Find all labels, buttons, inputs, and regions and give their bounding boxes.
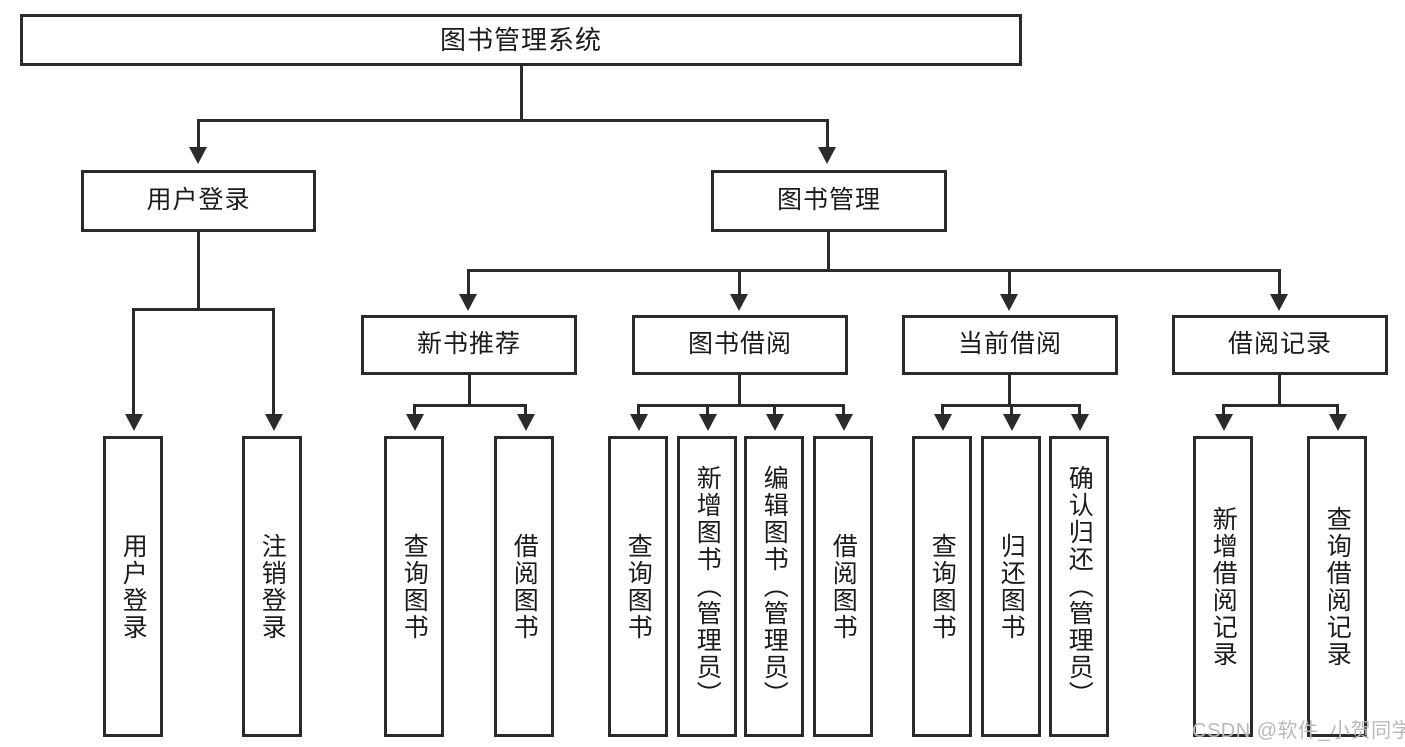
connector-book-borrow-stem xyxy=(738,375,741,404)
arrowhead-cb-leaf-2 xyxy=(1071,414,1089,431)
connector-current-borrow-stem xyxy=(1008,375,1011,404)
leaf-user-login-0-label: 用户登录 xyxy=(119,532,148,641)
arrowhead-leaf-logout xyxy=(265,414,283,431)
leaf-user-login-1[interactable]: 注销登录 xyxy=(242,436,302,737)
arrowhead-br-leaf-0 xyxy=(1215,414,1233,431)
node-current-borrow-label: 当前借阅 xyxy=(957,330,1062,359)
connector-book-borrow-bus xyxy=(637,404,845,407)
arrowhead-bb-leaf-3 xyxy=(835,414,853,431)
arrowhead-borrow-record xyxy=(1270,294,1288,311)
connector-user-login-to-leaf-1 xyxy=(272,308,275,418)
connector-cb-to-leaf-1 xyxy=(1010,404,1013,418)
leaf-user-login-0[interactable]: 用户登录 xyxy=(103,436,163,737)
leaf-book-borrow-3[interactable]: 借阅图书 xyxy=(813,436,873,737)
connector-user-login-bus xyxy=(132,308,275,311)
connector-borrow-record-stem xyxy=(1278,375,1281,404)
arrowhead-book-management xyxy=(818,147,836,164)
leaf-borrow-record-0[interactable]: 新增借阅记录 xyxy=(1193,436,1253,737)
connector-user-login-stem xyxy=(197,232,200,308)
arrowhead-new-book-recommend xyxy=(459,294,477,311)
leaf-current-borrow-1-label: 归还图书 xyxy=(997,532,1026,641)
connector-br-to-leaf-1 xyxy=(1336,404,1339,418)
connector-nb-to-leaf-0 xyxy=(413,404,416,418)
leaf-new-book-recommend-0[interactable]: 查询图书 xyxy=(384,436,444,737)
node-root-book-management-system[interactable]: 图书管理系统 xyxy=(20,14,1022,66)
connector-cb-to-leaf-0 xyxy=(941,404,944,418)
leaf-current-borrow-0-label: 查询图书 xyxy=(928,532,957,641)
arrowhead-bb-leaf-2 xyxy=(766,414,784,431)
connector-root-stem xyxy=(520,66,523,119)
leaf-book-borrow-2-label: 编辑图书（管理员） xyxy=(760,465,789,708)
connector-bb-to-leaf-3 xyxy=(842,404,845,418)
node-book-management[interactable]: 图书管理 xyxy=(711,170,947,232)
connector-bb-to-leaf-1 xyxy=(706,404,709,418)
arrowhead-br-leaf-1 xyxy=(1329,414,1347,431)
leaf-current-borrow-2-label: 确认归还（管理员） xyxy=(1065,465,1094,708)
leaf-current-borrow-2[interactable]: 确认归还（管理员） xyxy=(1049,436,1109,737)
leaf-new-book-recommend-1-label: 借阅图书 xyxy=(510,532,539,641)
connector-bm-to-current-borrow xyxy=(1008,269,1011,297)
connector-root-to-book-management xyxy=(826,119,829,149)
connector-nb-to-leaf-1 xyxy=(524,404,527,418)
node-root-label: 图书管理系统 xyxy=(439,24,602,55)
connector-bm-to-borrow-record xyxy=(1278,269,1281,297)
connector-cb-to-leaf-2 xyxy=(1078,404,1081,418)
connector-book-management-stem xyxy=(827,232,830,269)
leaf-new-book-recommend-0-label: 查询图书 xyxy=(400,532,429,641)
leaf-book-borrow-2[interactable]: 编辑图书（管理员） xyxy=(744,436,804,737)
leaf-borrow-record-0-label: 新增借阅记录 xyxy=(1209,505,1238,668)
arrowhead-user-login xyxy=(189,147,207,164)
arrowhead-cb-leaf-0 xyxy=(934,414,952,431)
arrowhead-bb-leaf-1 xyxy=(699,414,717,431)
connector-borrow-record-bus xyxy=(1222,404,1339,407)
connector-bb-to-leaf-0 xyxy=(637,404,640,418)
connector-new-book-stem xyxy=(468,375,471,404)
arrowhead-bb-leaf-0 xyxy=(630,414,648,431)
connector-bb-to-leaf-2 xyxy=(773,404,776,418)
connector-bm-to-book-borrow xyxy=(738,269,741,297)
leaf-book-borrow-1[interactable]: 新增图书（管理员） xyxy=(677,436,737,737)
leaf-book-borrow-1-label: 新增图书（管理员） xyxy=(693,465,722,708)
node-book-borrow[interactable]: 图书借阅 xyxy=(632,315,848,375)
node-borrow-record[interactable]: 借阅记录 xyxy=(1172,315,1388,375)
arrowhead-book-borrow xyxy=(730,294,748,311)
leaf-borrow-record-1[interactable]: 查询借阅记录 xyxy=(1307,436,1367,737)
node-borrow-record-label: 借阅记录 xyxy=(1227,330,1332,359)
node-book-borrow-label: 图书借阅 xyxy=(687,330,792,359)
leaf-new-book-recommend-1[interactable]: 借阅图书 xyxy=(494,436,554,737)
leaf-book-borrow-3-label: 借阅图书 xyxy=(829,532,858,641)
connector-new-book-bus xyxy=(413,404,527,407)
connector-bm-to-new-book xyxy=(467,269,470,297)
arrowhead-nb-leaf-1 xyxy=(517,414,535,431)
connector-book-management-bus xyxy=(467,269,1281,272)
node-current-borrow[interactable]: 当前借阅 xyxy=(902,315,1118,375)
arrowhead-leaf-user-login xyxy=(125,414,143,431)
arrowhead-current-borrow xyxy=(1000,294,1018,311)
connector-user-login-to-leaf-0 xyxy=(132,308,135,418)
connector-br-to-leaf-0 xyxy=(1222,404,1225,418)
arrowhead-cb-leaf-1 xyxy=(1003,414,1021,431)
node-user-login[interactable]: 用户登录 xyxy=(81,170,316,232)
leaf-user-login-1-label: 注销登录 xyxy=(258,532,287,641)
leaf-book-borrow-0[interactable]: 查询图书 xyxy=(608,436,668,737)
arrowhead-nb-leaf-0 xyxy=(406,414,424,431)
leaf-book-borrow-0-label: 查询图书 xyxy=(624,532,653,641)
connector-root-to-user-login xyxy=(197,119,200,149)
leaf-borrow-record-1-label: 查询借阅记录 xyxy=(1323,505,1352,668)
node-new-book-recommend[interactable]: 新书推荐 xyxy=(361,315,577,375)
connector-root-bus xyxy=(197,119,829,122)
leaf-current-borrow-0[interactable]: 查询图书 xyxy=(912,436,972,737)
node-user-login-label: 用户登录 xyxy=(146,186,251,215)
node-book-management-label: 图书管理 xyxy=(776,186,881,215)
leaf-current-borrow-1[interactable]: 归还图书 xyxy=(981,436,1041,737)
node-new-book-recommend-label: 新书推荐 xyxy=(416,330,521,359)
